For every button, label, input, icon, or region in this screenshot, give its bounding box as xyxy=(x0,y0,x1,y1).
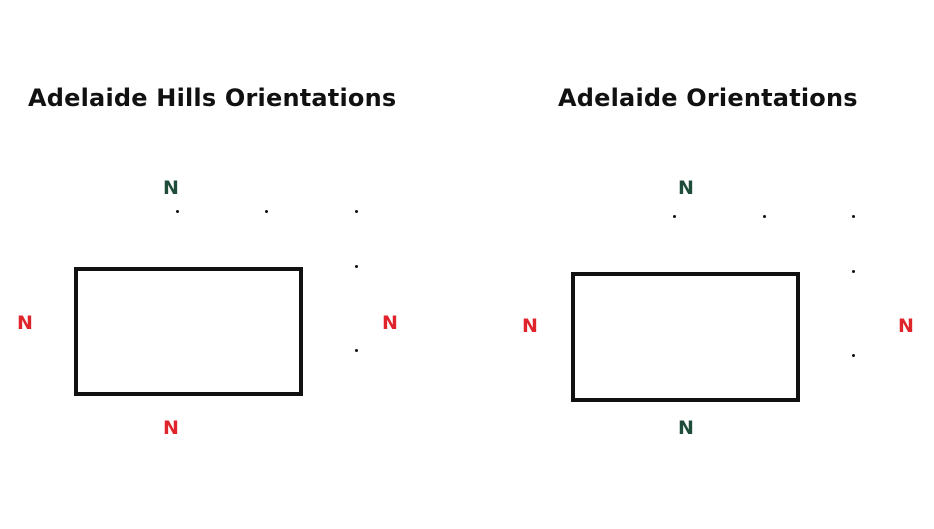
north-label-right: N xyxy=(382,312,398,334)
marker-dot xyxy=(852,354,855,357)
north-label-left: N xyxy=(522,315,538,337)
diagram-title: Adelaide Orientations xyxy=(558,84,858,112)
north-label-bottom: N xyxy=(163,417,179,439)
north-label-top: N xyxy=(163,177,179,199)
north-label-top: N xyxy=(678,177,694,199)
north-label-bottom: N xyxy=(678,417,694,439)
building-rectangle xyxy=(74,267,303,396)
marker-dot xyxy=(852,270,855,273)
marker-dot xyxy=(355,349,358,352)
marker-dot xyxy=(852,215,855,218)
marker-dot xyxy=(763,215,766,218)
north-label-right: N xyxy=(898,315,914,337)
building-rectangle xyxy=(571,272,800,402)
marker-dot xyxy=(265,210,268,213)
marker-dot xyxy=(176,210,179,213)
north-label-left: N xyxy=(17,312,33,334)
diagram-title: Adelaide Hills Orientations xyxy=(28,84,397,112)
marker-dot xyxy=(673,215,676,218)
marker-dot xyxy=(355,265,358,268)
marker-dot xyxy=(355,210,358,213)
